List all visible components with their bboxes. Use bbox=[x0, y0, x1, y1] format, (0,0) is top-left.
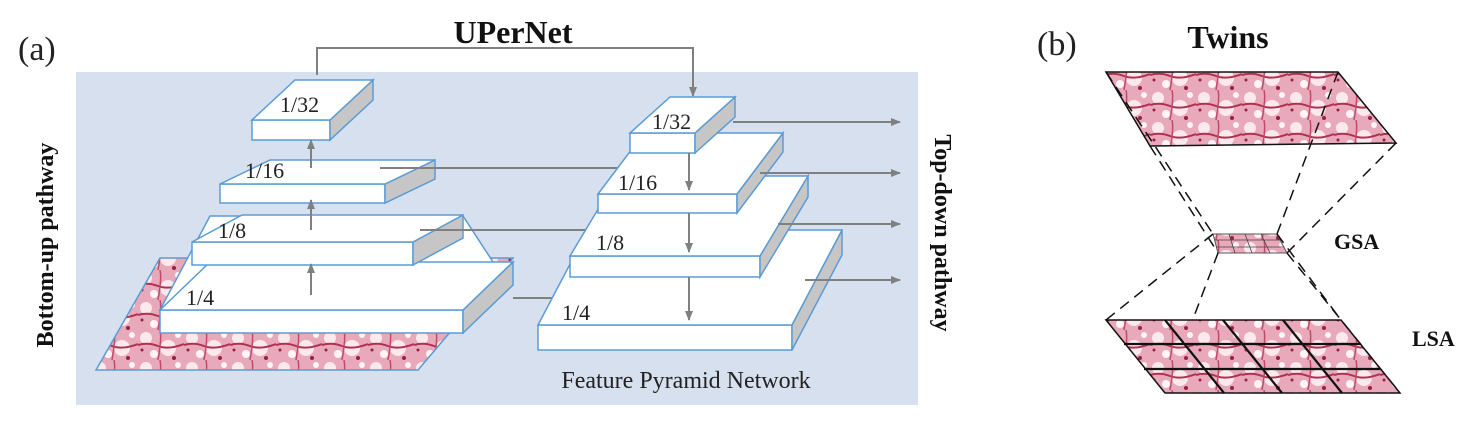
fpn-caption: Feature Pyramid Network bbox=[561, 368, 810, 394]
backbone-level-2: 1/16 bbox=[219, 158, 436, 205]
backbone-level-1-label: 1/32 bbox=[280, 92, 319, 117]
panel-a-tag: (a) bbox=[18, 31, 56, 68]
lsa-label: LSA bbox=[1412, 326, 1455, 351]
fpn-level-3-label: 1/8 bbox=[596, 230, 624, 255]
backbone-level-3: 1/8 bbox=[191, 213, 464, 267]
fpn-level-4-label: 1/4 bbox=[562, 300, 590, 325]
gsa-patch bbox=[1212, 233, 1288, 254]
fpn-level-1: 1/32 bbox=[628, 95, 737, 155]
twins-top-plane bbox=[1104, 71, 1398, 147]
upper-projection-lines bbox=[1105, 71, 1397, 254]
backbone-to-fpn-arrow bbox=[316, 47, 697, 97]
fpn-level-1-label: 1/32 bbox=[652, 109, 691, 134]
lsa-window-grid bbox=[1124, 319, 1380, 394]
backbone-level-4-label: 1/4 bbox=[186, 285, 214, 310]
backbone-level-2-label: 1/16 bbox=[245, 158, 284, 183]
fpn-level-2-label: 1/16 bbox=[618, 170, 657, 195]
top-down-pathway-label: Top-down pathway bbox=[929, 134, 955, 331]
panel-b-tag: (b) bbox=[1037, 26, 1077, 63]
panel-a-title: UPerNet bbox=[453, 14, 572, 50]
backbone-level-4: 1/4 bbox=[158, 215, 515, 335]
gsa-label: GSA bbox=[1334, 229, 1379, 254]
bottom-up-pathway-label: Bottom-up pathway bbox=[33, 143, 59, 348]
panel-b-title: Twins bbox=[1187, 19, 1268, 55]
gsa-patch-grid bbox=[1215, 233, 1284, 254]
backbone-level-3-label: 1/8 bbox=[218, 218, 246, 243]
backbone-level-1: 1/32 bbox=[250, 78, 375, 142]
